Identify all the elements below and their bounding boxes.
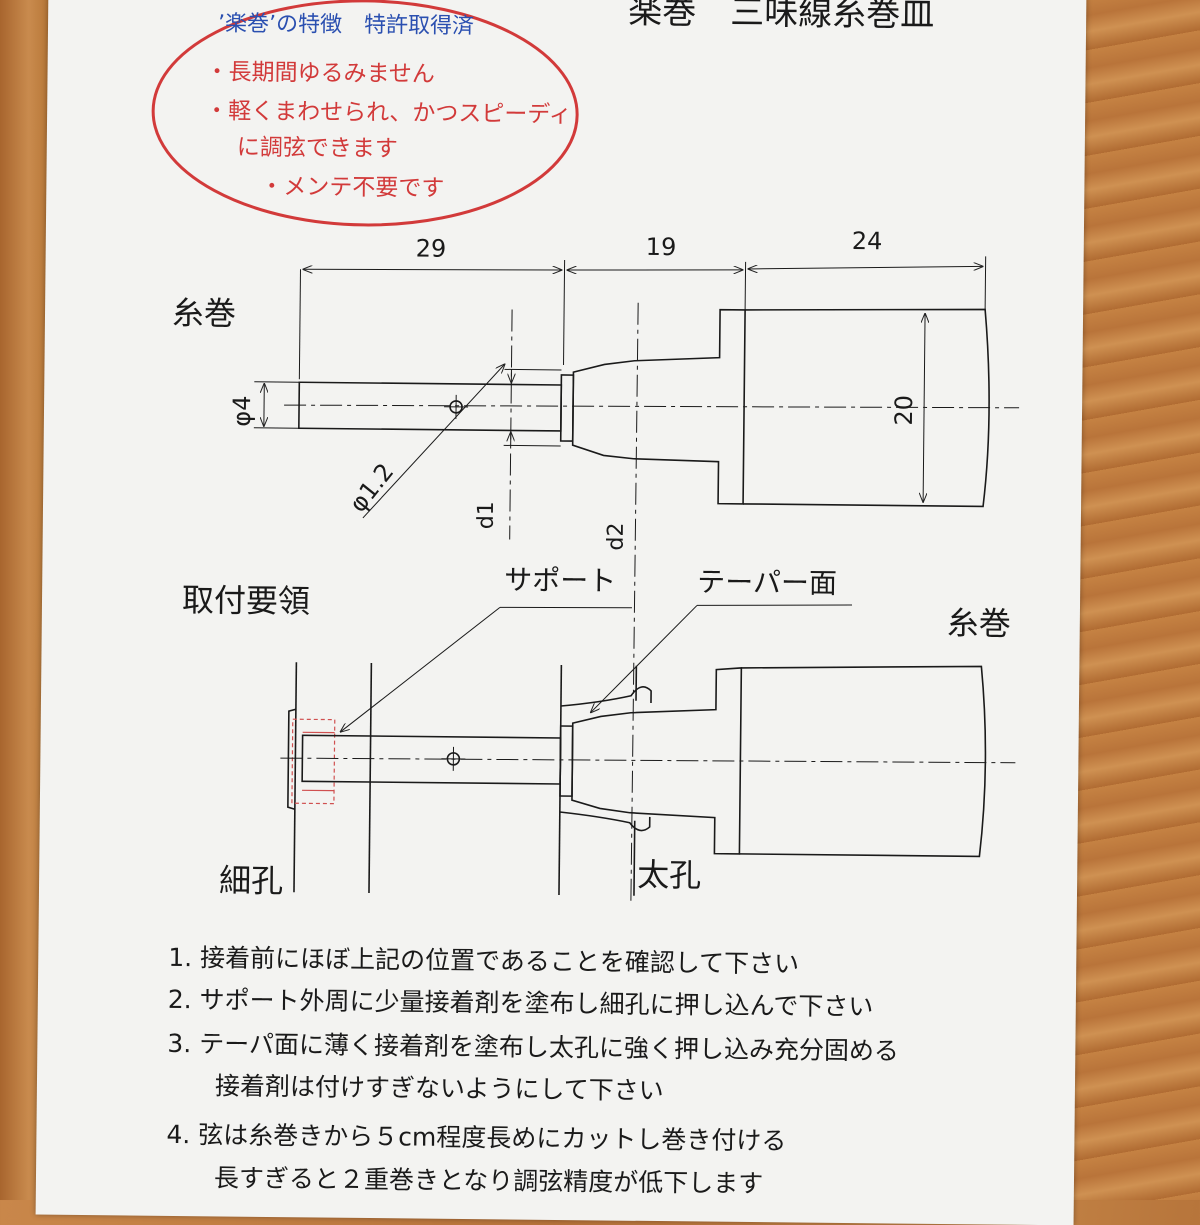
thin-hole-label: 細孔 (219, 861, 283, 900)
feature-3: に調弦できます (237, 135, 398, 163)
instruction-4-note: 長すぎると２重巻きとなり調弦精度が低下します (214, 1163, 764, 1198)
install-label: 取付要領 (182, 581, 310, 620)
dim-19: 19 (646, 233, 677, 261)
taper-label: テーパー面 (697, 565, 837, 599)
instruction-card: 楽巻 三味線糸巻皿 ’楽巻’の特徴 特許取得済 ・長期間ゆるみません ・軽くまわ… (36, 0, 1087, 1225)
dim-24: 24 (852, 227, 883, 255)
dim-d2: d2 (604, 522, 629, 550)
card-title: 楽巻 三味線糸巻皿 (628, 0, 934, 35)
feature-2: ・軽くまわせられ、かつスピーディ (205, 98, 572, 128)
dim-phi4: φ4 (228, 395, 256, 426)
instruction-2: 2. サポート外周に少量接着剤を塗布し細孔に押し込んで下さい (168, 985, 874, 1021)
wood-background-right (1072, 0, 1200, 1200)
instruction-3: 3. テーパ面に薄く接着剤を塗布し太孔に強く押し込み充分固める (167, 1029, 899, 1066)
install-drawing (279, 599, 1017, 900)
dim-20: 20 (890, 395, 918, 426)
feature-1: ・長期間ゆるみません (205, 59, 435, 87)
instruction-4: 4. 弦は糸巻きから５cm程度長めにカットし巻き付ける (166, 1120, 786, 1155)
instruction-3-note: 接着剤は付けすぎないようにして下さい (215, 1071, 664, 1105)
support-label: サポート (504, 563, 616, 597)
thick-hole-label: 太孔 (637, 856, 701, 895)
feature-heading: ’楽巻’の特徴 特許取得済 (218, 11, 474, 39)
top-peg-label: 糸巻 (172, 294, 236, 333)
technical-drawing: 楽巻 三味線糸巻皿 ’楽巻’の特徴 特許取得済 ・長期間ゆるみません ・軽くまわ… (36, 0, 1087, 1225)
instruction-1: 1. 接着前にほぼ上記の位置であることを確認して下さい (168, 943, 799, 979)
dim-d1: d1 (474, 501, 499, 529)
bottom-peg-label: 糸巻 (947, 604, 1011, 643)
top-peg-drawing (249, 249, 1021, 905)
dim-29: 29 (416, 234, 447, 262)
feature-4: ・メンテ不要です (260, 174, 444, 202)
